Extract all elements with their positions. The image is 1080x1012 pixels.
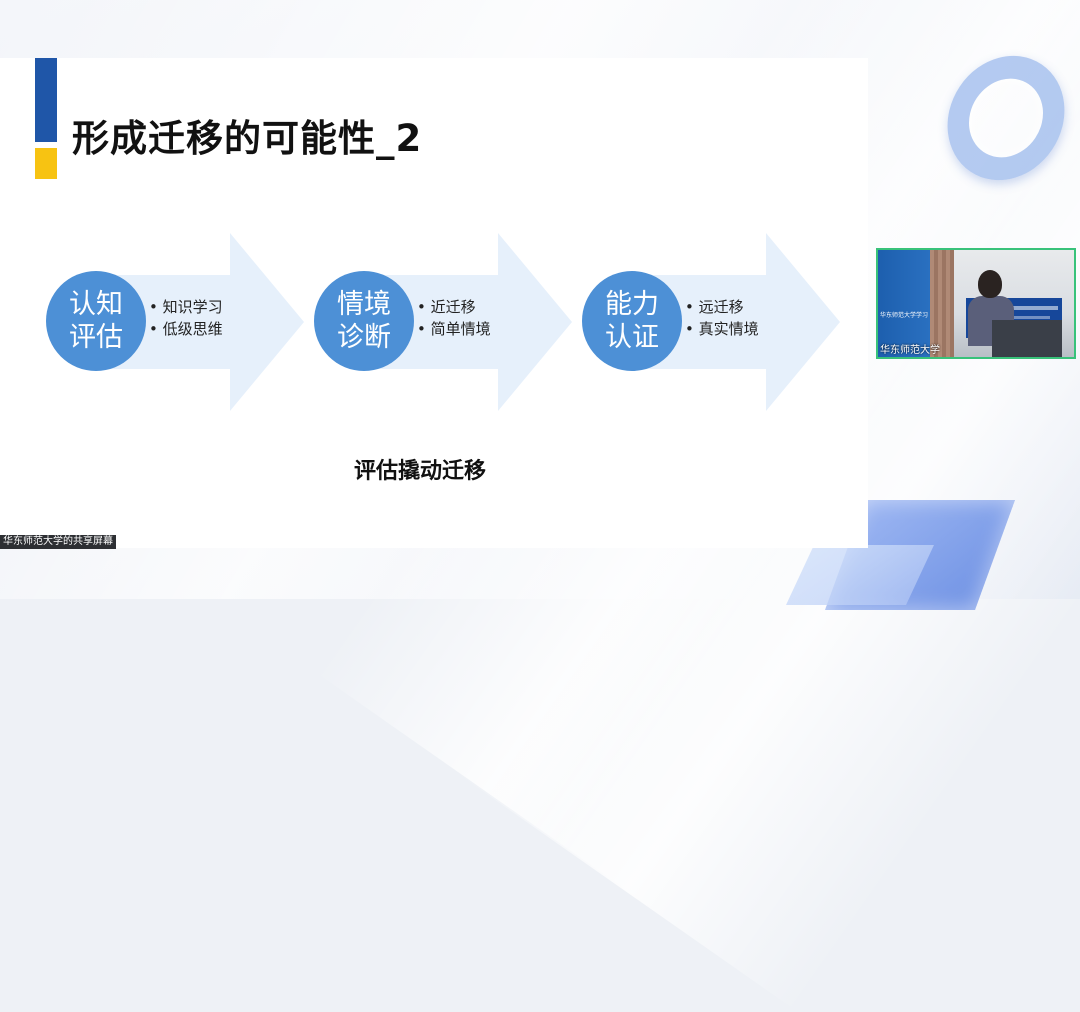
title-accent-blue (35, 58, 57, 142)
podium (992, 320, 1062, 357)
stage-situation-diagnosis: 情境 诊断 近迁移 简单情境 (314, 233, 574, 413)
stage-bullet: 近迁移 (417, 296, 491, 318)
shared-slide: 形成迁移的可能性_2 认知 评估 知识学习 低级思维 情境 诊断 近迁移 简单情… (0, 58, 868, 548)
stage-circle-line1: 能力 (605, 289, 659, 320)
stage-bullet: 简单情境 (417, 318, 491, 340)
participant-name: 华东师范大学 (880, 345, 940, 356)
stage-bullet: 真实情境 (685, 318, 759, 340)
video-curtain (930, 250, 954, 357)
stage-circle: 情境 诊断 (314, 271, 414, 371)
screen-share-label: 华东师范大学的共享屏幕 (0, 535, 116, 549)
stage-bullet: 低级思维 (149, 318, 223, 340)
stage-circle-line1: 认知 (69, 289, 123, 320)
slide-caption: 评估撬动迁移 (354, 459, 487, 484)
video-screen-text-line (970, 306, 1058, 310)
stage-circle: 认知 评估 (46, 271, 146, 371)
stage-circle: 能力 认证 (582, 271, 682, 371)
stage-circle-line2: 评估 (69, 322, 123, 353)
stage-bullet: 知识学习 (149, 296, 223, 318)
stage-bullet: 远迁移 (685, 296, 759, 318)
stage-cognitive-assessment: 认知 评估 知识学习 低级思维 (46, 233, 306, 413)
stage-circle-line2: 诊断 (337, 322, 391, 353)
stage-bullets: 知识学习 低级思维 (149, 296, 223, 340)
title-accent-yellow (35, 148, 57, 179)
speaker-head (978, 270, 1002, 298)
slide-title: 形成迁移的可能性_2 (72, 117, 423, 160)
stage-bullets: 近迁移 简单情境 (417, 296, 491, 340)
stage-ability-certification: 能力 认证 远迁移 真实情境 (582, 233, 842, 413)
stage-circle-line1: 情境 (337, 289, 391, 320)
video-banner-panel (878, 250, 930, 357)
video-banner-text: 华东师范大学学习 (880, 312, 929, 319)
stage-circle-line2: 认证 (605, 322, 659, 353)
stage-bullets: 远迁移 真实情境 (685, 296, 759, 340)
participant-video-tile[interactable]: 华东师范大学学习 华东师范大学 (876, 248, 1076, 359)
